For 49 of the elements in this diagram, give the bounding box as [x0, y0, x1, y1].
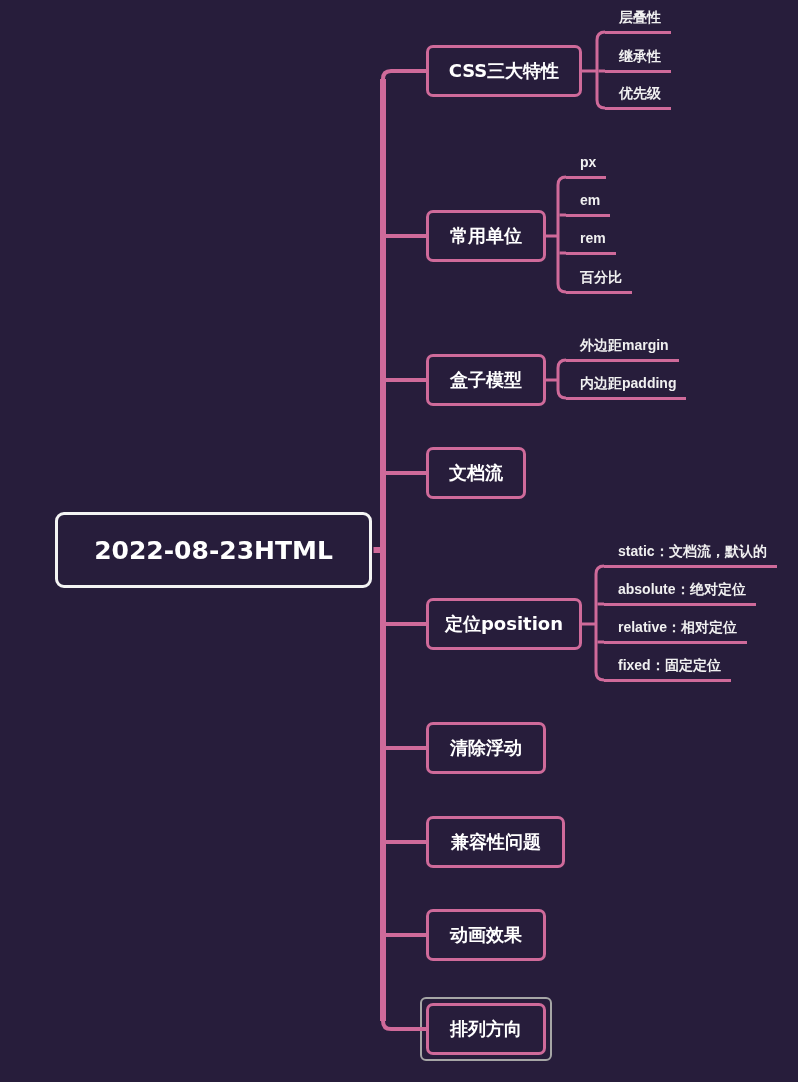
connector-line	[386, 933, 426, 937]
trunk-line	[580, 38, 600, 102]
subtopic-label: px	[566, 148, 607, 179]
connector-line	[556, 175, 568, 186]
trunk-line	[544, 183, 561, 286]
connector-line	[386, 746, 426, 750]
topic-box: 动画效果	[426, 909, 546, 961]
subtopic-label: fixed：固定定位	[604, 651, 731, 682]
subtopic-label: 层叠性	[605, 3, 671, 34]
topic-box: 文档流	[426, 447, 526, 499]
connector-line	[386, 840, 426, 844]
topic-box: 排列方向	[426, 1003, 546, 1055]
connector-line	[595, 99, 607, 110]
connector-line	[381, 69, 426, 80]
connector-line	[597, 640, 604, 644]
connector-line	[386, 378, 426, 382]
subtopic-label: absolute：绝对定位	[604, 575, 756, 606]
subtopic-label: 外边距margin	[566, 331, 679, 362]
subtopic-label: 继承性	[605, 42, 671, 73]
connector-line	[594, 564, 606, 575]
connector-line	[556, 283, 568, 294]
connector-line	[597, 602, 604, 606]
connector-line	[556, 389, 568, 400]
connector-line	[386, 622, 426, 626]
topic-box: 常用单位	[426, 210, 546, 262]
connector-line	[598, 69, 605, 73]
connector-line	[594, 671, 606, 682]
topic-box: 清除浮动	[426, 722, 546, 774]
subtopic-label: relative：相对定位	[604, 613, 748, 644]
topic-box: CSS三大特性	[426, 45, 582, 97]
subtopic-label: 优先级	[605, 79, 671, 110]
topic-box: 兼容性问题	[426, 816, 565, 868]
topic-box: 定位position	[426, 598, 582, 650]
central-topic-box: 2022-08-23HTML	[55, 512, 372, 588]
connector-line	[556, 358, 568, 369]
trunk-line	[544, 366, 561, 392]
connector-line	[381, 1020, 426, 1031]
subtopic-label: 内边距padding	[566, 369, 687, 400]
connector-line	[386, 471, 426, 475]
connector-line	[595, 30, 607, 41]
subtopic-label: em	[566, 186, 611, 217]
connector-line	[386, 234, 426, 238]
connector-line	[559, 251, 566, 255]
trunk-line	[580, 572, 599, 674]
subtopic-label: static：文档流，默认的	[604, 537, 777, 568]
connector-line	[559, 213, 566, 217]
topic-box: 盒子模型	[426, 354, 546, 406]
subtopic-label: rem	[566, 224, 616, 255]
subtopic-label: 百分比	[566, 263, 632, 294]
